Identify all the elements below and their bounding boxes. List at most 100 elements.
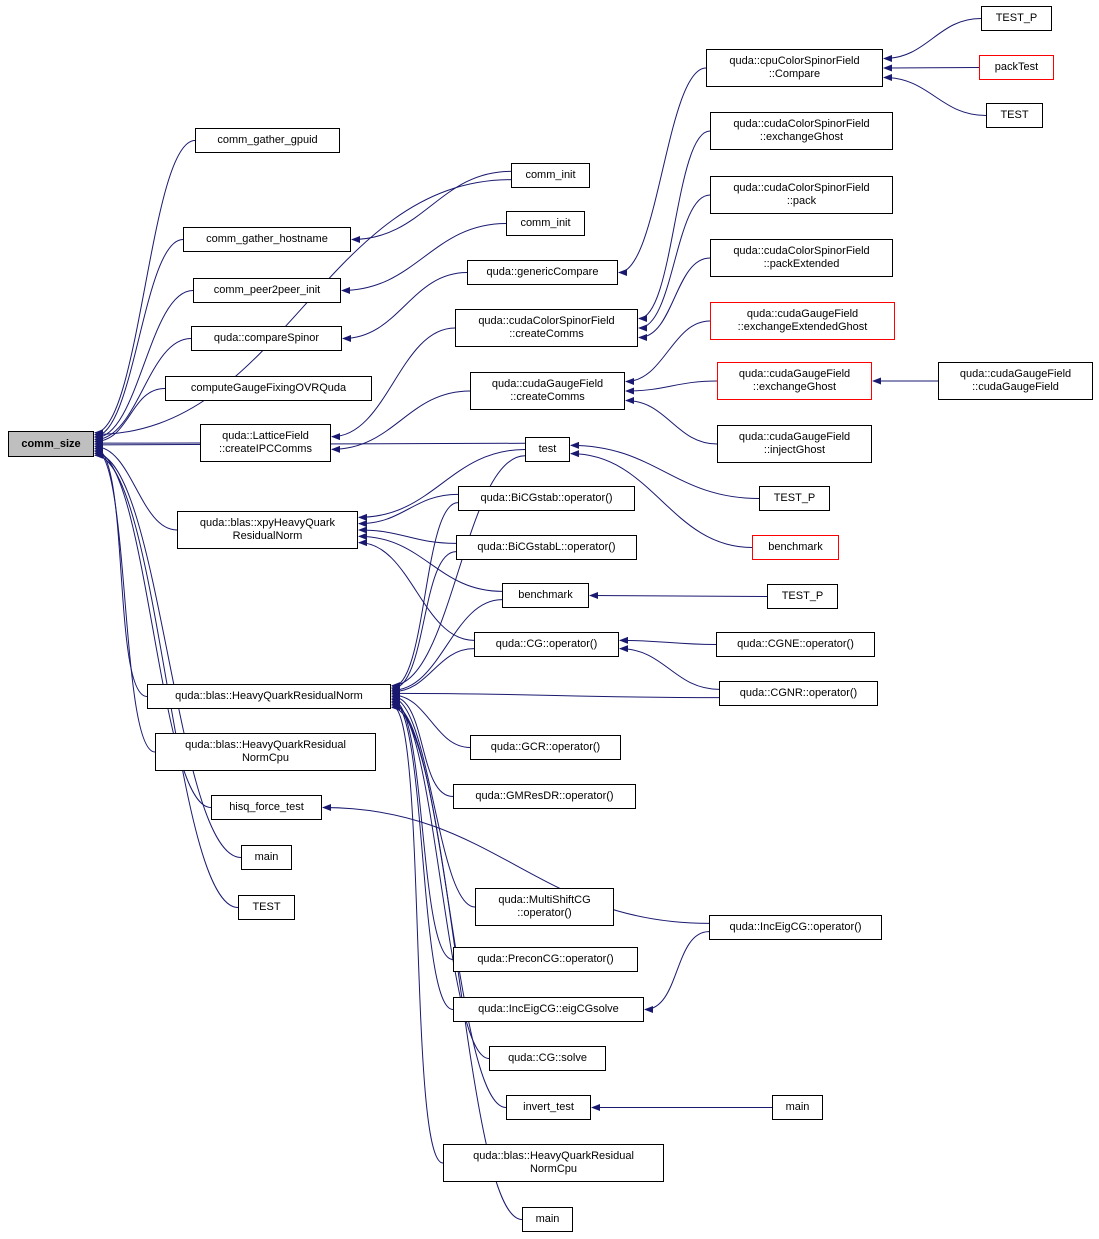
graph-node-hisq_force_test[interactable]: hisq_force_test [211,795,322,820]
graph-node-label: ResidualNorm [232,530,303,542]
graph-edge-cpu_compare-to-genericCompare [618,67,707,276]
graph-node-eigcgsolve[interactable]: quda::IncEigCG::eigCGsolve [453,997,644,1022]
graph-edge-test-to-xpyHQRN [358,449,526,521]
graph-node-test[interactable]: test [525,437,570,462]
graph-node-bicgstabl_op[interactable]: quda::BiCGstabL::operator() [456,535,637,560]
graph-node-gf_injectGhost[interactable]: quda::cudaGaugeField::injectGhost [717,425,872,463]
graph-node-cg_solve[interactable]: quda::CG::solve [489,1046,606,1071]
graph-node-label: main [535,1213,560,1225]
graph-node-packTest[interactable]: packTest [979,55,1054,80]
graph-node-TEST_left[interactable]: TEST [238,895,295,920]
graph-edge-gf_exchangeExtendedGhost-to-gf_createComms [625,320,711,385]
graph-node-label: test [538,443,557,455]
graph-node-label: quda::cudaColorSpinorField [733,182,870,194]
graph-node-benchmark_mid[interactable]: benchmark [502,583,589,608]
graph-node-label: TEST_P [781,590,824,602]
graph-node-csf_packExtended[interactable]: quda::cudaColorSpinorField::packExtended [710,239,893,277]
graph-edge-TEST_right-to-cpu_compare [883,74,987,116]
graph-node-compareSpinor[interactable]: quda::compareSpinor [191,326,342,351]
graph-node-multishift_op[interactable]: quda::MultiShiftCG::operator() [475,888,614,926]
graph-node-label: packTest [994,61,1039,73]
graph-node-label: quda::cudaColorSpinorField [733,118,870,130]
graph-edge-gf_createComms-to-lf_createIPCComms [331,390,471,453]
graph-node-csf_pack[interactable]: quda::cudaColorSpinorField::pack [710,176,893,214]
graph-node-label: quda::genericCompare [486,266,599,278]
graph-node-label: TEST_P [773,492,816,504]
graph-node-label: comm_init [525,169,576,181]
graph-node-TEST_P_3[interactable]: TEST_P [767,584,838,609]
graph-node-computeGaugeFixingOVRQuda[interactable]: computeGaugeFixingOVRQuda [165,376,372,401]
graph-node-label: benchmark [518,589,573,601]
graph-node-inceigcg_op[interactable]: quda::IncEigCG::operator() [709,915,882,940]
graph-node-comm_size[interactable]: comm_size [8,431,94,457]
graph-node-label: comm_size [21,437,81,450]
graph-node-cpu_compare[interactable]: quda::cpuColorSpinorField::Compare [706,49,883,87]
graph-node-gcr_op[interactable]: quda::GCR::operator() [470,735,621,760]
graph-edge-bicgstabl_op-to-xpyHQRN [358,526,457,544]
graph-node-invert_test[interactable]: invert_test [506,1095,591,1120]
graph-node-label: ::operator() [517,907,572,919]
graph-edge-benchmark_mid-to-hqrn [391,599,503,694]
graph-node-label: NormCpu [241,752,290,764]
graph-node-main_bottom[interactable]: main [522,1207,573,1232]
graph-edge-comm_init_top-to-comm_gather_hostname [351,170,512,243]
graph-edge-TEST_P_top-to-cpu_compare [883,18,982,62]
graph-node-gf_ctor[interactable]: quda::cudaGaugeField::cudaGaugeField [938,362,1093,400]
graph-node-label: ::packExtended [763,258,840,270]
graph-edge-bicgstab_op-to-xpyHQRN [358,493,459,528]
graph-node-label: quda::cudaGaugeField [738,368,851,380]
graph-node-lf_createIPCComms[interactable]: quda::LatticeField::createIPCComms [200,424,331,462]
graph-node-label: quda::MultiShiftCG [498,894,591,906]
graph-edge-hqrn_cpu_left-to-comm_size [94,446,156,753]
graph-node-comm_gather_gpuid[interactable]: comm_gather_gpuid [195,128,340,153]
graph-node-label: quda::cudaGaugeField [738,431,851,443]
graph-node-TEST_P_2[interactable]: TEST_P [759,486,830,511]
graph-node-preconcg_op[interactable]: quda::PreconCG::operator() [453,947,638,972]
graph-edge-csf_exchangeGhost-to-csf_createComms [638,130,711,322]
graph-node-label: quda::LatticeField [222,430,309,442]
graph-node-TEST_right[interactable]: TEST [986,103,1043,128]
graph-node-label: quda::BiCGstabL::operator() [477,541,616,553]
graph-node-main_left[interactable]: main [241,845,292,870]
graph-node-main_right[interactable]: main [772,1095,823,1120]
graph-node-label: quda::GMResDR::operator() [475,790,614,802]
graph-node-csf_createComms[interactable]: quda::cudaColorSpinorField::createComms [455,309,638,347]
graph-edge-benchmark_mid-to-xpyHQRN [358,532,503,592]
graph-node-genericCompare[interactable]: quda::genericCompare [467,260,618,285]
graph-node-TEST_P_top[interactable]: TEST_P [981,6,1052,31]
graph-node-label: quda::cudaGaugeField [491,378,604,390]
graph-node-label: quda::cpuColorSpinorField [729,55,860,67]
graph-node-label: ::pack [786,195,817,207]
graph-node-gf_createComms[interactable]: quda::cudaGaugeField::createComms [470,372,625,410]
graph-node-label: NormCpu [529,1163,578,1175]
graph-node-cgne_op[interactable]: quda::CGNE::operator() [716,632,875,657]
graph-node-benchmark_red[interactable]: benchmark [752,535,839,560]
graph-edge-TEST_P_2-to-test [570,441,760,499]
graph-node-label: quda::cudaGaugeField [959,368,1072,380]
graph-node-comm_init_2[interactable]: comm_init [506,211,585,236]
graph-edge-comm_gather_gpuid-to-comm_size [94,140,196,437]
graph-node-label: comm_peer2peer_init [213,284,321,296]
graph-node-label: quda::compareSpinor [213,332,320,344]
graph-node-comm_peer2peer_init[interactable]: comm_peer2peer_init [193,278,341,303]
graph-node-comm_gather_hostname[interactable]: comm_gather_hostname [183,227,351,252]
graph-node-hqrn[interactable]: quda::blas::HeavyQuarkResidualNorm [147,684,391,709]
graph-node-comm_init_top[interactable]: comm_init [511,163,590,188]
graph-edge-test-to-hqrn [391,455,526,690]
graph-node-label: comm_gather_hostname [206,233,328,245]
graph-node-label: quda::blas::HeavyQuarkResidualNorm [175,690,363,702]
graph-node-cg_op[interactable]: quda::CG::operator() [474,632,619,657]
graph-node-gf_exchangeExtendedGhost[interactable]: quda::cudaGaugeField::exchangeExtendedGh… [710,302,895,340]
graph-node-label: ::createComms [510,391,585,403]
graph-node-label: quda::CGNR::operator() [739,687,858,699]
graph-node-gmresdr_op[interactable]: quda::GMResDR::operator() [453,784,636,809]
graph-node-cgnr_op[interactable]: quda::CGNR::operator() [719,681,878,706]
graph-node-csf_exchangeGhost[interactable]: quda::cudaColorSpinorField::exchangeGhos… [710,112,893,150]
graph-edge-hqrn_cpu_bottom-to-hqrn [391,702,444,1164]
graph-node-bicgstab_op[interactable]: quda::BiCGstab::operator() [458,486,635,511]
graph-node-gf_exchangeGhost[interactable]: quda::cudaGaugeField::exchangeGhost [717,362,872,400]
